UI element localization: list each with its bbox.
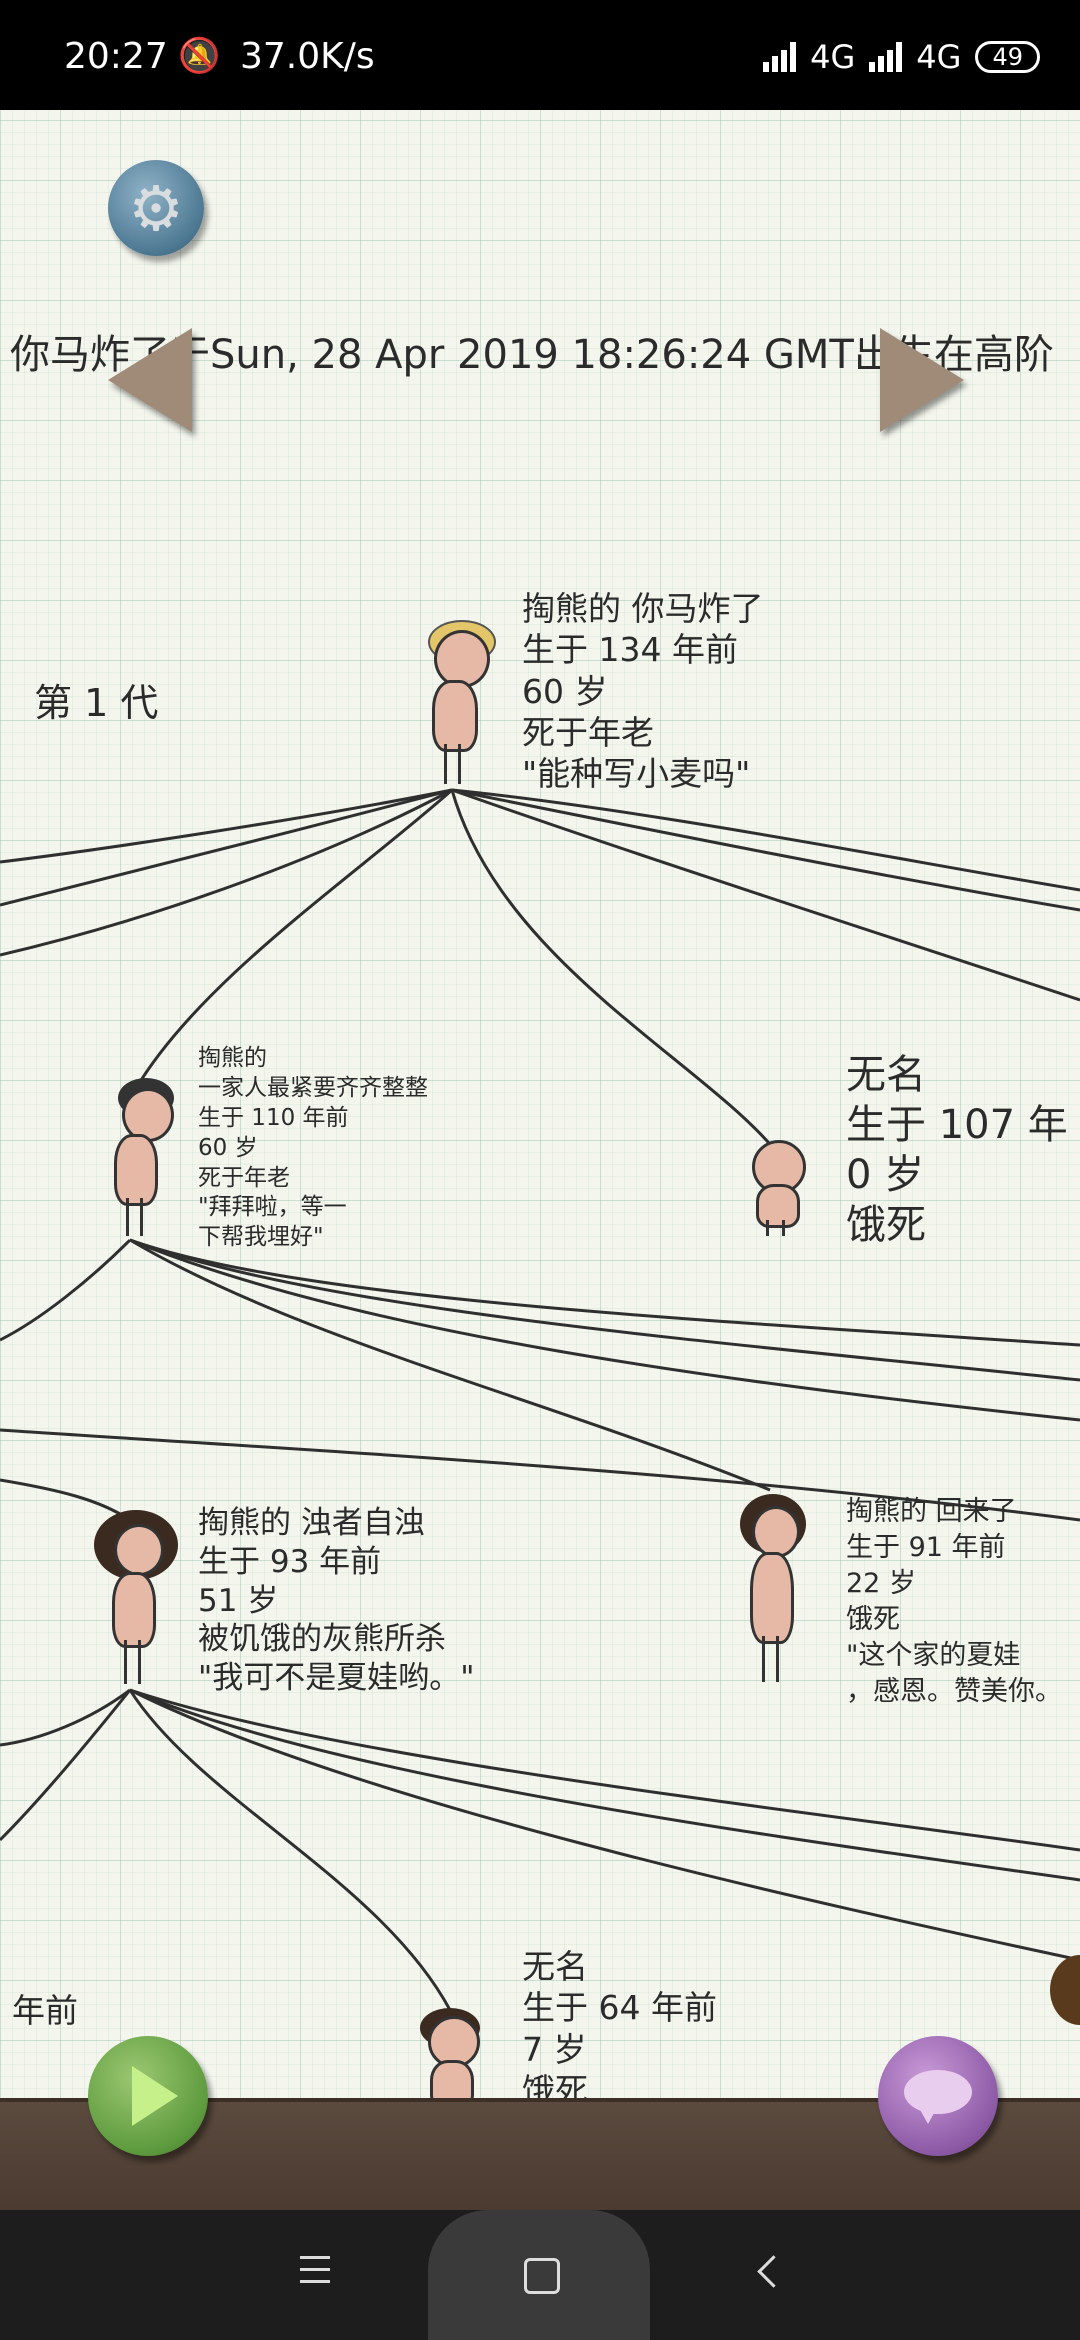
mute-bell-icon: 🔕 xyxy=(178,36,221,76)
info-line: 0 岁 xyxy=(846,1152,925,1198)
battery-icon: 49 xyxy=(975,41,1040,73)
info-line: 生于 93 年前 xyxy=(198,1543,382,1580)
chat-bubble-icon xyxy=(904,2070,972,2114)
network-type-2: 4G xyxy=(916,38,962,76)
info-line: 生于 91 年前 xyxy=(846,1531,1006,1563)
info-line: "这个家的夏娃 xyxy=(846,1639,1021,1671)
info-line: 被饥饿的灰熊所杀 xyxy=(198,1621,446,1658)
gear-icon: ⚙ xyxy=(128,171,184,245)
info-line: 60 岁 xyxy=(522,671,608,711)
settings-gear-button[interactable]: ⚙ xyxy=(108,160,204,256)
info-line: 生于 64 年前 xyxy=(522,1988,717,2028)
navigation-bar xyxy=(0,2210,1080,2340)
head xyxy=(114,1524,164,1576)
info-line: "拜拜啦，等一 xyxy=(198,1194,347,1221)
info-line: 饿死 xyxy=(846,1603,900,1635)
leg xyxy=(766,1220,769,1236)
info-line: "我可不是夏娃哟。" xyxy=(198,1660,475,1696)
info-line: 饿死 xyxy=(846,1202,926,1248)
leg xyxy=(444,744,447,784)
nav-home-pill xyxy=(428,2210,650,2340)
person-info-6: 无名 生于 64 年前 7 岁 饿死 xyxy=(522,1946,717,2098)
info-line: 无名 xyxy=(846,1052,926,1098)
signal-icon xyxy=(869,42,903,72)
person-avatar[interactable] xyxy=(732,1494,822,1690)
head xyxy=(752,1506,800,1558)
body xyxy=(432,680,478,752)
network-speed: 37.0K/s xyxy=(240,36,375,77)
menu-icon[interactable] xyxy=(300,2256,330,2292)
head xyxy=(434,630,490,688)
info-line: ，感恩。赞美你。 xyxy=(846,1675,1062,1707)
info-line: 饿死 xyxy=(522,2070,588,2098)
leg xyxy=(458,744,461,784)
previous-arrow-button[interactable] xyxy=(108,328,192,432)
chat-button[interactable] xyxy=(878,2036,998,2156)
body xyxy=(112,1572,156,1648)
info-line: 死于年老 xyxy=(522,712,654,752)
person-avatar[interactable] xyxy=(420,620,500,790)
info-line: 掏熊的 xyxy=(198,1045,267,1071)
head xyxy=(122,1088,174,1142)
leg xyxy=(140,1198,143,1236)
info-line: 下帮我埋好" xyxy=(198,1224,324,1251)
info-line: 生于 134 年前 xyxy=(522,630,738,670)
body xyxy=(750,1552,794,1644)
leg xyxy=(782,1220,785,1236)
leg xyxy=(124,1640,127,1684)
chat-bubble-tail xyxy=(918,2106,938,2124)
person-avatar[interactable] xyxy=(742,1140,812,1240)
info-line: 60 岁 xyxy=(198,1134,258,1161)
leg xyxy=(138,1640,141,1684)
home-icon[interactable] xyxy=(524,2258,560,2294)
status-right: 4G 4G 49 xyxy=(763,38,1040,76)
person-avatar[interactable] xyxy=(1050,1955,1080,2025)
hair xyxy=(1050,1955,1080,2025)
body xyxy=(756,1184,800,1228)
status-bar: 20:27 🔕 37.0K/s 4G 4G 49 xyxy=(0,0,1080,110)
play-button[interactable] xyxy=(88,2036,208,2156)
signal-icon xyxy=(763,42,797,72)
info-line: 掏熊的 你马炸了 xyxy=(522,589,764,628)
status-time: 20:27 xyxy=(64,36,168,77)
info-line: 一家人最紧要齐齐整整 xyxy=(198,1074,428,1101)
person-info-1: 掏熊的 你马炸了 生于 134 年前 60 岁 死于年老 "能种写小麦吗" xyxy=(522,588,764,794)
next-arrow-button[interactable] xyxy=(880,328,964,432)
person-avatar[interactable] xyxy=(92,1510,182,1690)
info-line: "能种写小麦吗" xyxy=(522,754,751,793)
leg xyxy=(776,1636,779,1682)
play-icon xyxy=(132,2066,178,2126)
info-line: 生于 107 年 xyxy=(846,1102,1068,1148)
info-line: 22 岁 xyxy=(846,1567,916,1599)
person-avatar[interactable] xyxy=(412,2008,492,2110)
info-line: 7 岁 xyxy=(522,2029,587,2069)
leg xyxy=(126,1198,129,1236)
person-info-2: 掏熊的 一家人最紧要齐齐整整 生于 110 年前 60 岁 死于年老 "拜拜啦，… xyxy=(198,1044,428,1253)
network-type-1: 4G xyxy=(810,38,856,76)
info-line: 掏熊的 浊者自浊 xyxy=(198,1505,425,1541)
generation-label: 第 1 代 xyxy=(34,681,159,725)
leg xyxy=(762,1636,765,1682)
info-line: 掏熊的 回来了 xyxy=(846,1496,1017,1527)
back-icon[interactable] xyxy=(757,2255,790,2288)
info-line: 51 岁 xyxy=(198,1582,279,1619)
info-line: 无名 xyxy=(522,1947,588,1986)
info-line: 死于年老 xyxy=(198,1164,290,1191)
person-info-5: 掏熊的 回来了 生于 91 年前 22 岁 饿死 "这个家的夏娃 ，感恩。赞美你… xyxy=(846,1494,1062,1709)
left-edge-fragment: 年前 xyxy=(12,1991,78,2030)
body xyxy=(114,1134,158,1206)
info-line: 生于 110 年前 xyxy=(198,1104,349,1131)
person-avatar[interactable] xyxy=(104,1078,184,1238)
person-info-3: 无名 生于 107 年 0 岁 饿死 xyxy=(846,1050,1068,1250)
person-info-4: 掏熊的 浊者自浊 生于 93 年前 51 岁 被饥饿的灰熊所杀 "我可不是夏娃哟… xyxy=(198,1504,475,1698)
